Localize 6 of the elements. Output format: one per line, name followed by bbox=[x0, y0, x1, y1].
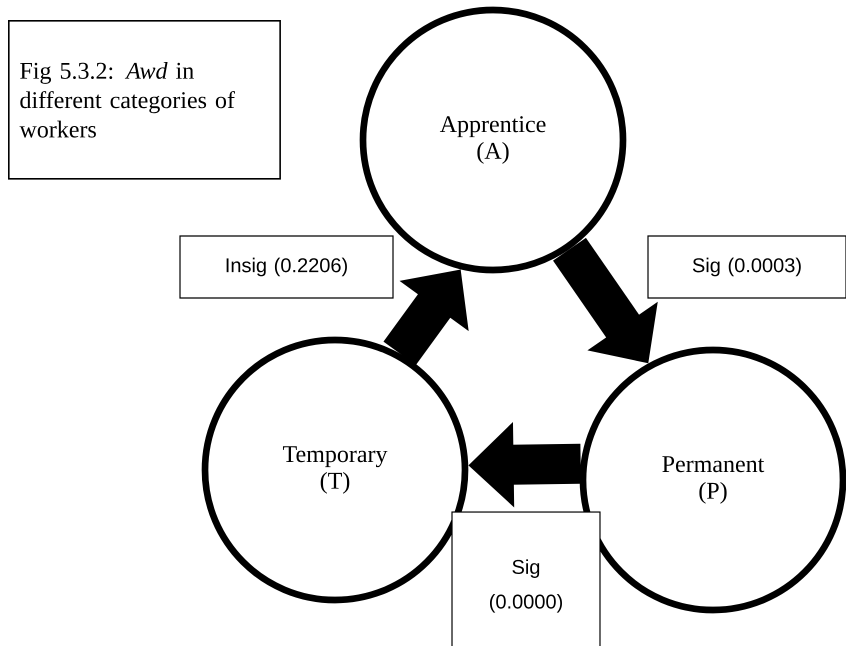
edge-label: Insig (0.2206) bbox=[179, 235, 394, 299]
circle-node: Apprentice (A) bbox=[360, 6, 626, 274]
edge-label: Sig (0.0003) bbox=[647, 235, 846, 299]
title-box: Fig 5.3.2: Awd in different categories of workers bbox=[8, 20, 281, 180]
circle-node: Temporary (T) bbox=[202, 336, 468, 604]
edge-label: Sig (0.0000) bbox=[451, 511, 601, 646]
